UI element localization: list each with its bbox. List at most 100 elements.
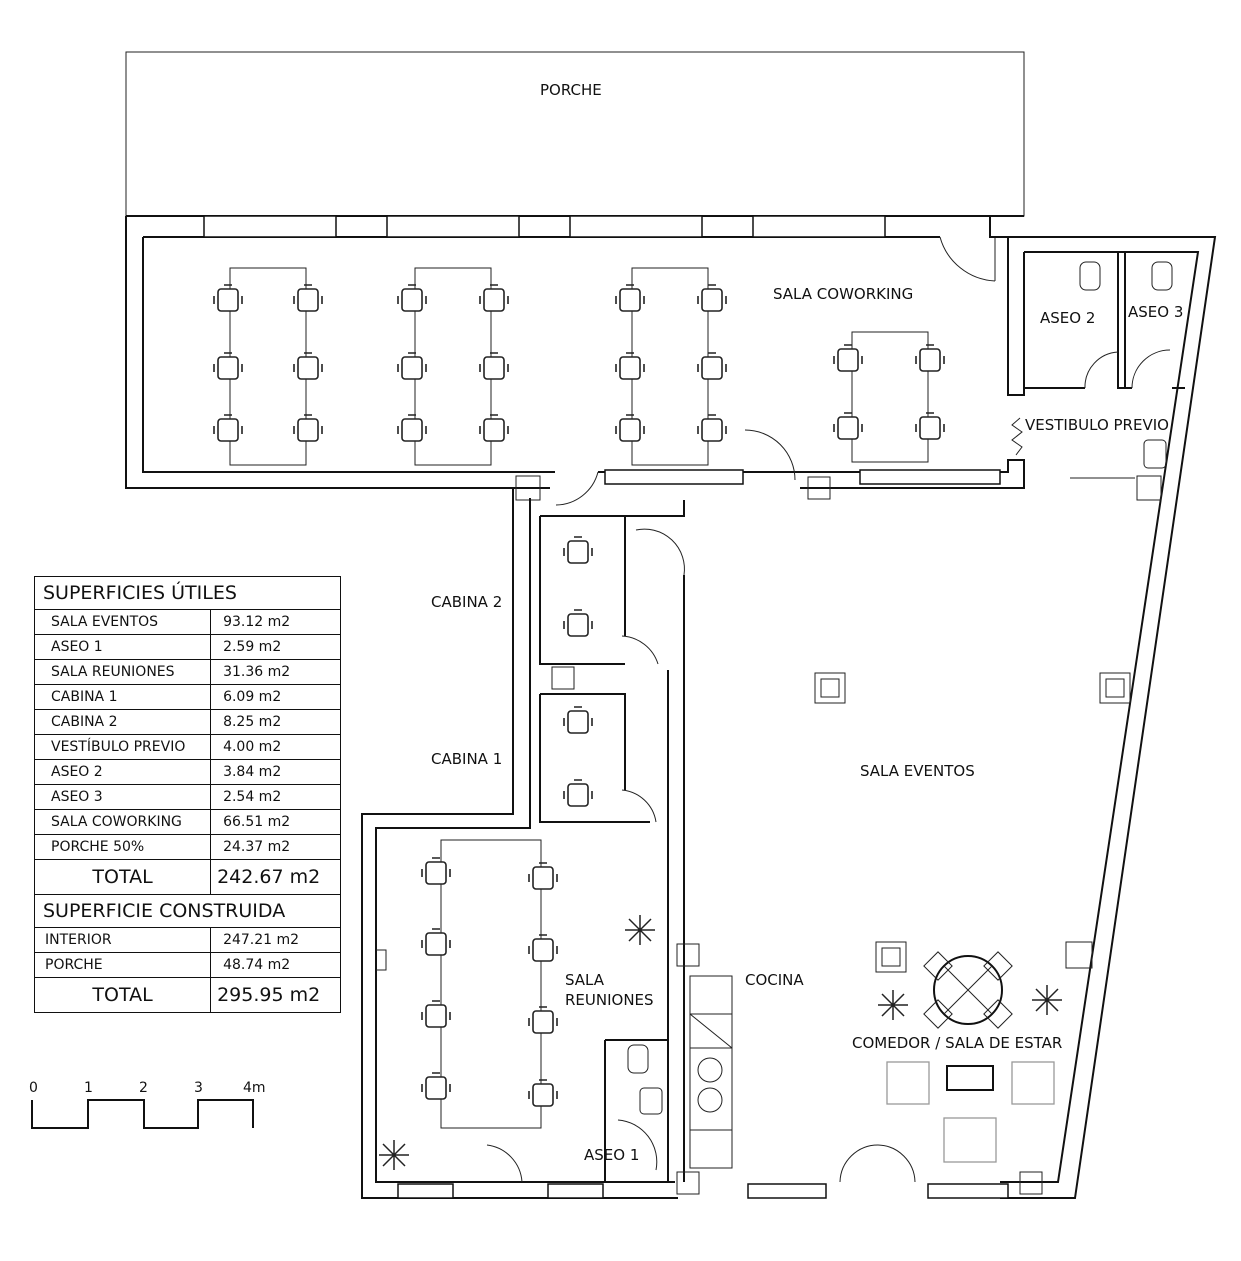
utiles-value: 93.12 m2 bbox=[210, 609, 341, 635]
door-swing bbox=[635, 528, 685, 576]
wall-segment bbox=[989, 216, 1008, 238]
chair-icon bbox=[528, 934, 558, 962]
pillar bbox=[1136, 475, 1162, 501]
chair-icon bbox=[397, 352, 427, 380]
chair-icon bbox=[397, 284, 427, 312]
cabina-1-door bbox=[621, 789, 657, 823]
utiles-title: SUPERFICIES ÚTILES bbox=[34, 576, 341, 610]
double-door bbox=[839, 1144, 916, 1183]
utiles-total-label: TOTAL bbox=[33, 859, 212, 895]
construida-value: 48.74 m2 bbox=[210, 952, 341, 978]
chair-icon bbox=[293, 284, 323, 312]
label-cabina-1: CABINA 1 bbox=[431, 750, 502, 768]
pillar-inner bbox=[1105, 678, 1125, 698]
coffee-table bbox=[946, 1065, 994, 1091]
window bbox=[203, 215, 337, 238]
sink-icon bbox=[639, 1087, 663, 1115]
utiles-value: 6.09 m2 bbox=[210, 684, 341, 710]
construida-total-label: TOTAL bbox=[33, 977, 212, 1013]
hob-icon bbox=[697, 1087, 723, 1113]
utiles-row: PORCHE 50%24.37 m2 bbox=[33, 834, 341, 860]
chair-icon bbox=[479, 414, 509, 442]
reuniones-inner-wall bbox=[375, 498, 675, 1183]
wall-segment bbox=[600, 500, 685, 517]
chair-icon bbox=[697, 352, 727, 380]
reuniones-door bbox=[486, 1144, 523, 1183]
construida-total-value: 295.95 m2 bbox=[210, 977, 341, 1013]
label-porche: PORCHE bbox=[540, 81, 602, 99]
scale-tick-label: 0 bbox=[29, 1080, 38, 1096]
armchair-icon bbox=[1011, 1061, 1055, 1105]
cabina-1-wall bbox=[540, 693, 626, 790]
window bbox=[859, 469, 1001, 485]
cabina-2-wall bbox=[539, 516, 625, 665]
label-vestibulo: VESTIBULO PREVIO bbox=[1025, 416, 1169, 434]
pillar bbox=[1099, 672, 1131, 704]
utiles-name: ASEO 3 bbox=[33, 784, 212, 810]
aseo-3-door bbox=[1131, 349, 1171, 389]
chair-icon bbox=[528, 862, 558, 890]
construida-name: PORCHE bbox=[33, 952, 212, 978]
pillar bbox=[676, 1171, 700, 1195]
label-sala-reuniones-2: REUNIONES bbox=[565, 991, 654, 1009]
scale-bar-line bbox=[31, 1099, 254, 1129]
chair-icon bbox=[213, 414, 243, 442]
chair-icon bbox=[397, 414, 427, 442]
aseo-divider bbox=[1117, 252, 1132, 389]
coworking-inner-wall bbox=[142, 237, 555, 473]
plant-icon bbox=[379, 915, 1062, 1170]
desk bbox=[851, 331, 929, 463]
coworking-door-swing bbox=[744, 429, 796, 481]
chair-icon bbox=[293, 352, 323, 380]
window bbox=[747, 1183, 827, 1199]
window bbox=[569, 215, 703, 238]
chair-icon bbox=[479, 352, 509, 380]
toilet-icon bbox=[1079, 261, 1101, 291]
kitchen-counter bbox=[689, 975, 733, 1169]
window bbox=[752, 215, 886, 238]
vestibulo-curtain bbox=[1011, 417, 1023, 456]
toilet-icon bbox=[627, 1044, 649, 1074]
scale-tick-label: 3 bbox=[194, 1080, 203, 1096]
pillar bbox=[551, 666, 575, 690]
chair-icon bbox=[421, 1072, 451, 1100]
chair-icon bbox=[293, 414, 323, 442]
utiles-value: 24.37 m2 bbox=[210, 834, 341, 860]
chair-icon bbox=[983, 951, 1013, 981]
label-cocina: COCINA bbox=[745, 971, 804, 989]
cabina-2-door bbox=[621, 635, 659, 665]
scale-tick-label: 4m bbox=[243, 1080, 266, 1096]
pillar-inner bbox=[881, 947, 901, 967]
dining-table bbox=[933, 955, 1003, 1025]
utiles-name: SALA REUNIONES bbox=[33, 659, 212, 685]
chair-icon bbox=[213, 284, 243, 312]
sink-icon bbox=[1143, 439, 1167, 469]
window bbox=[604, 469, 744, 485]
utiles-name: SALA COWORKING bbox=[33, 809, 212, 835]
window bbox=[397, 1183, 454, 1199]
pillar bbox=[1019, 1171, 1043, 1195]
utiles-name: CABINA 2 bbox=[33, 709, 212, 735]
window bbox=[386, 215, 520, 238]
construida-name: INTERIOR bbox=[33, 927, 212, 953]
chair-icon bbox=[563, 779, 593, 807]
window bbox=[927, 1183, 1009, 1199]
pillar bbox=[1065, 941, 1093, 969]
armchair-icon bbox=[943, 1117, 997, 1163]
chair-icon bbox=[833, 344, 863, 372]
chair-icon bbox=[833, 412, 863, 440]
chair-icon bbox=[528, 1006, 558, 1034]
chair-icon bbox=[421, 1000, 451, 1028]
chair-icon bbox=[563, 536, 593, 564]
pillar bbox=[807, 476, 831, 500]
